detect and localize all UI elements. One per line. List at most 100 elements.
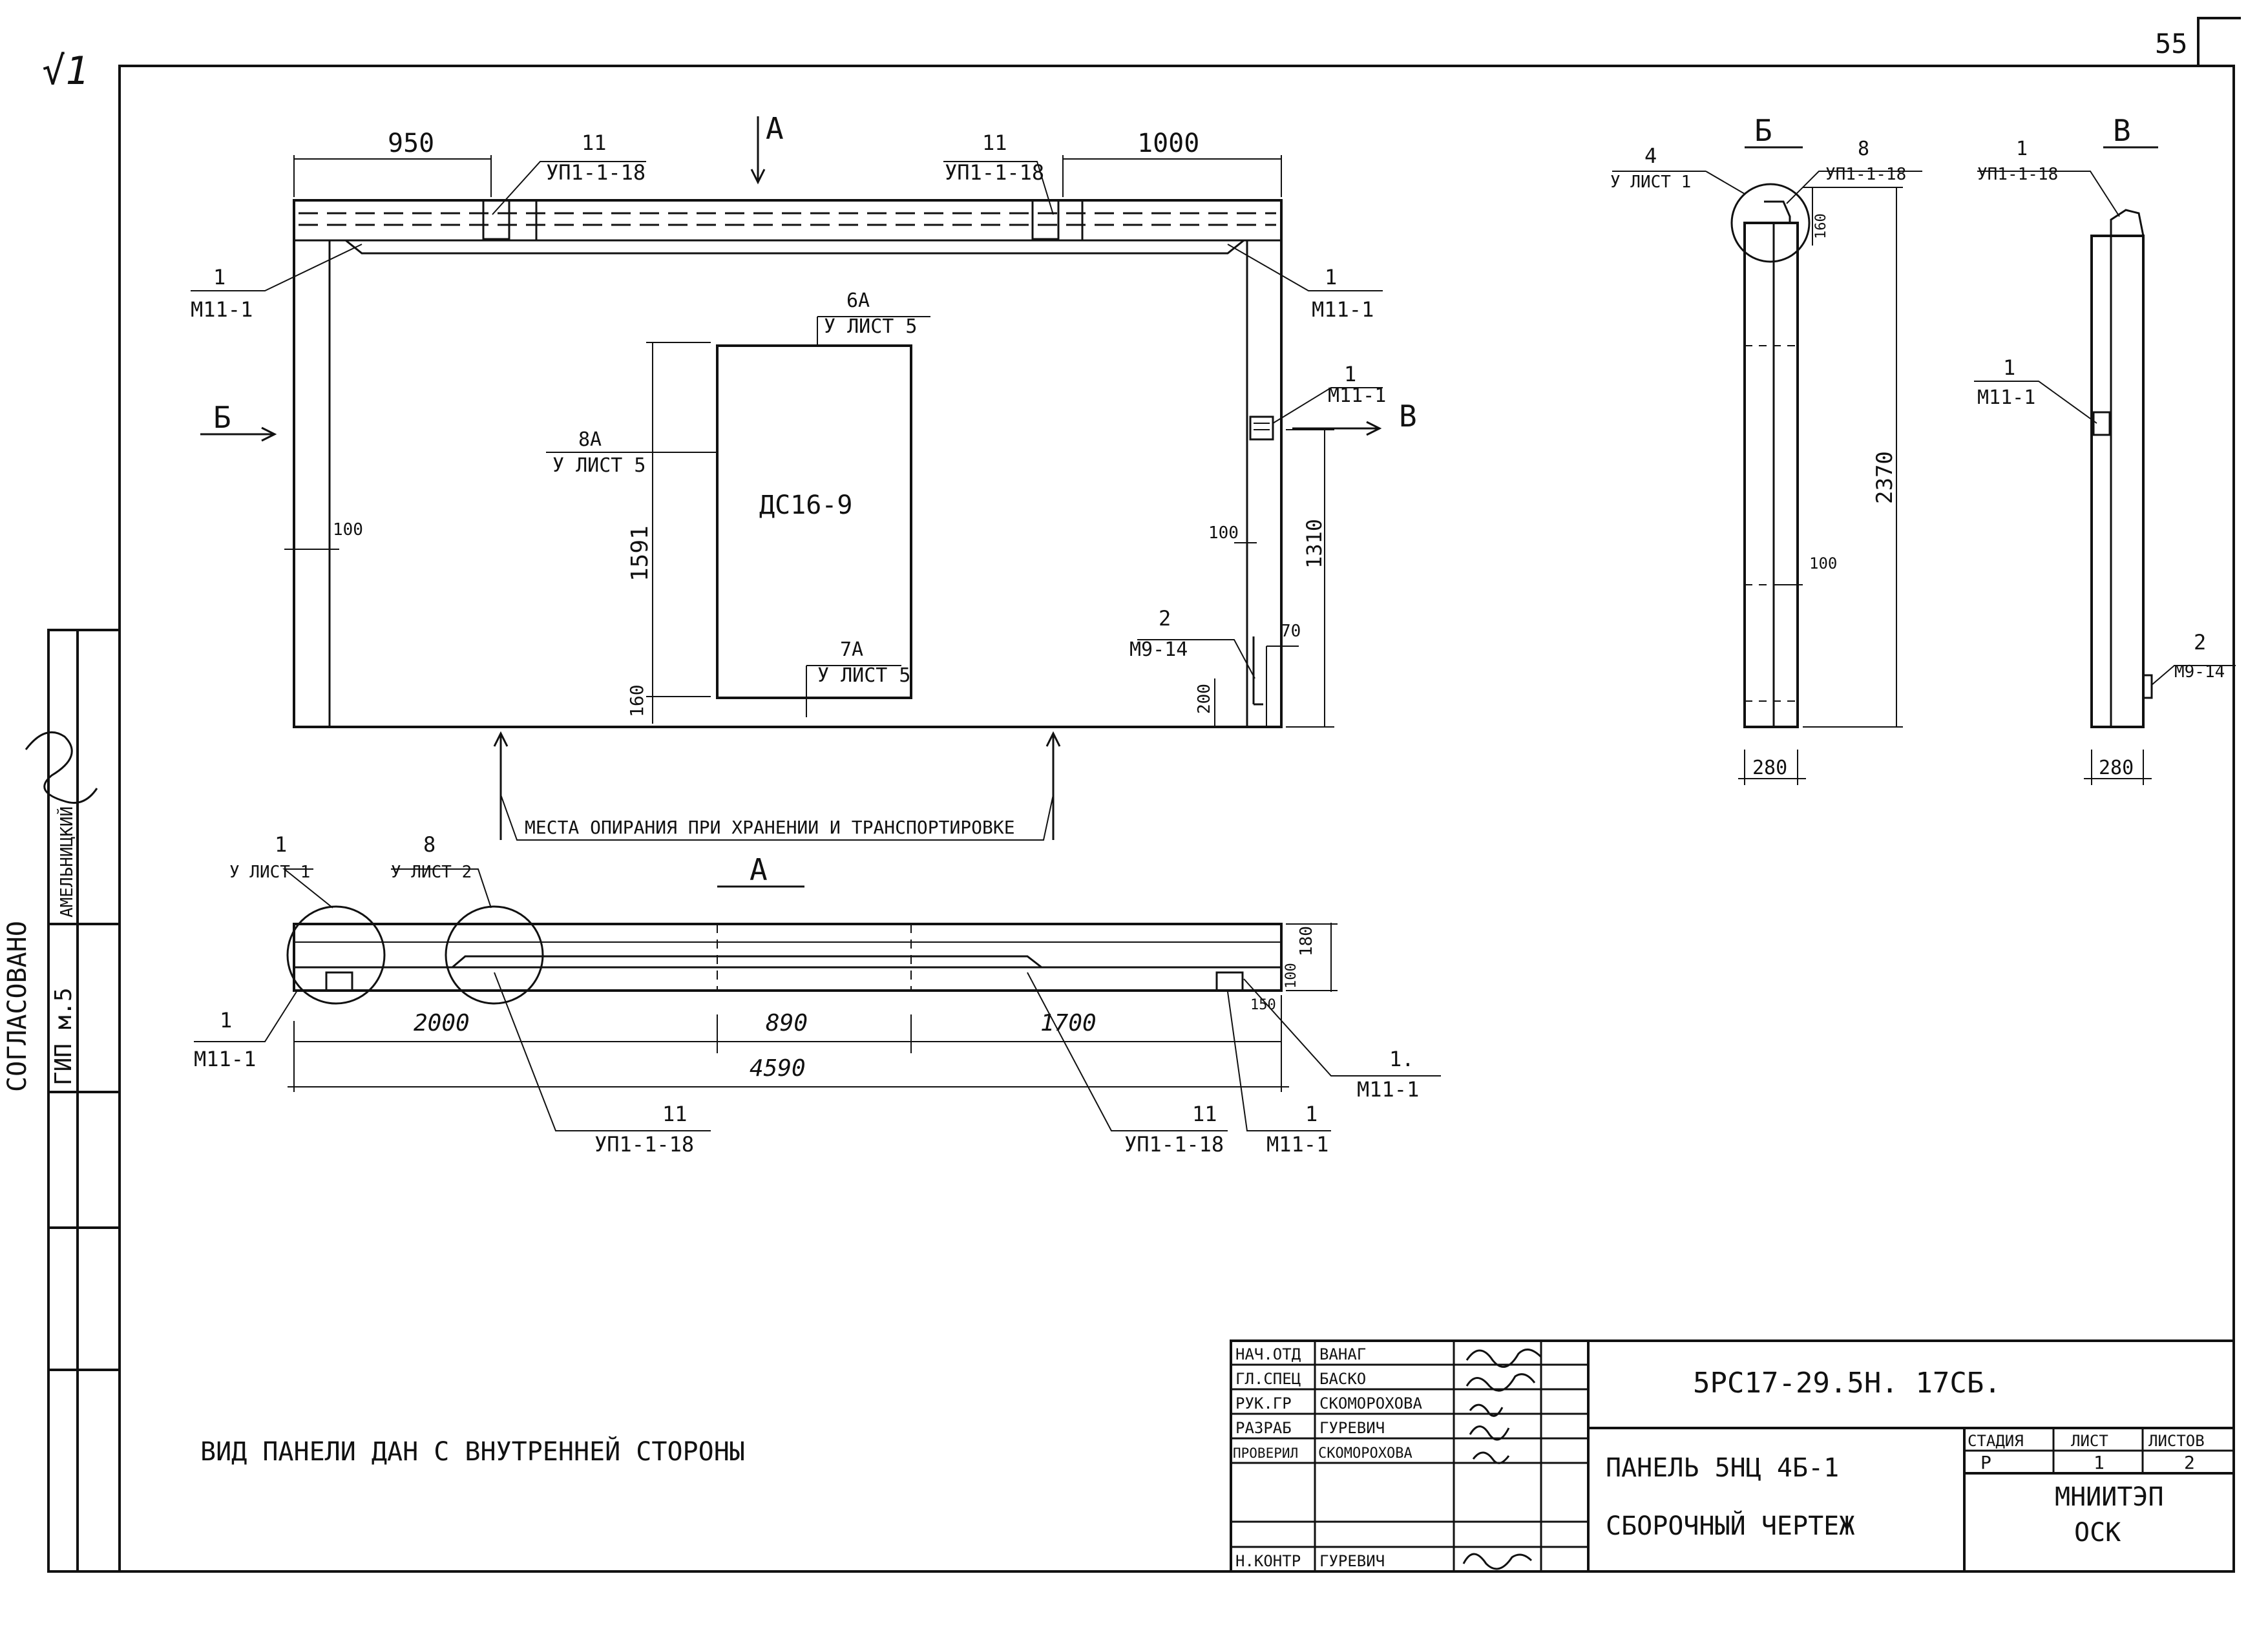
section-v-title: В	[2113, 113, 2131, 148]
up-num-right: 11	[982, 131, 1007, 155]
tb-sheet: 1	[2094, 1452, 2105, 1473]
corner-mark: √1	[42, 48, 89, 94]
ref-6a-num: 6А	[846, 289, 870, 312]
tb-stage: Р	[1980, 1452, 1991, 1473]
bottom-ref-1-num: 1	[275, 832, 287, 857]
dim-100-right: 100	[1208, 523, 1239, 543]
ref-7a-num: 7А	[840, 638, 863, 661]
tb-sheets: 2	[2184, 1452, 2195, 1473]
dim-890: 890	[766, 1010, 808, 1036]
ref-7a-sheet: У ЛИСТ 5	[817, 664, 911, 687]
sheet-frame	[118, 65, 2235, 1573]
dim-1310: 1310	[1302, 519, 1327, 569]
dim-1000: 1000	[1137, 129, 1199, 158]
dim-2000: 2000	[414, 1010, 470, 1036]
tb-role-1: НАЧ.ОТД	[1235, 1345, 1301, 1363]
dim-950: 950	[388, 129, 434, 158]
section-b-ref-8-code: УП1-1-18	[1825, 165, 1906, 184]
opening-mark: ДС16-9	[759, 490, 853, 520]
tb-stage-label: СТАДИЯ	[1968, 1432, 2024, 1450]
bottom-m11-right-num: 1.	[1389, 1047, 1414, 1071]
tb-title-line1: ПАНЕЛЬ 5НЦ 4Б-1	[1606, 1453, 1839, 1483]
tb-role-2: ГЛ.СПЕЦ	[1235, 1370, 1301, 1388]
tb-role-3: РУК.ГР	[1235, 1394, 1292, 1413]
section-a-view	[194, 868, 1441, 1131]
section-v-m9-code: М9-14	[2174, 662, 2225, 682]
section-v-up-code: УП1-1-18	[1977, 165, 2058, 184]
tb-name-7: ГУРЕВИЧ	[1319, 1552, 1385, 1570]
bottom-up-right-code: УП1-1-18	[1124, 1132, 1224, 1157]
section-b-view	[1612, 146, 1922, 785]
bottom-ref-8-sheet: У ЛИСТ 2	[391, 863, 472, 882]
section-b-ref-4-num: 4	[1644, 143, 1657, 168]
b-arrow-label: Б	[213, 400, 231, 435]
bottom-m11-mid-num: 1	[1305, 1102, 1318, 1126]
tb-role-4: РАЗРАБ	[1235, 1419, 1292, 1437]
side-stamp-agreed: СОГЛАСОВАНО	[3, 921, 32, 1092]
bottom-m11-right-code: М11-1	[1357, 1077, 1419, 1102]
m11-code-right: М11-1	[1312, 297, 1374, 322]
support-note: МЕСТА ОПИРАНИЯ ПРИ ХРАНЕНИИ И ТРАНСПОРТИ…	[525, 817, 1015, 838]
m11-num-left: 1	[213, 265, 226, 289]
tb-org-line2: ОСК	[2074, 1518, 2121, 1548]
section-b-title: Б	[1754, 113, 1772, 148]
section-a-title: А	[750, 852, 768, 887]
section-a-arrow-label: А	[766, 111, 784, 146]
m11-num-right: 1	[1325, 265, 1337, 289]
side-stamp-name: АМЕЛЬНИЦКИЙ	[56, 806, 77, 918]
bottom-up-left-code: УП1-1-18	[594, 1132, 694, 1157]
section-v-m11-code: М11-1	[1977, 386, 2035, 409]
bottom-up-right-num: 11	[1192, 1102, 1217, 1126]
dim-100-left: 100	[333, 520, 363, 540]
dim-70: 70	[1281, 622, 1301, 641]
corner-bracket	[2197, 17, 2241, 66]
v-arrow-label: В	[1399, 399, 1417, 434]
sheet-number: 55	[2155, 28, 2188, 59]
dim-4590: 4590	[750, 1055, 806, 1082]
bottom-m11-mid-code: М11-1	[1266, 1132, 1328, 1157]
tb-code: 5РС17-29.5Н. 17СБ.	[1693, 1367, 2001, 1400]
section-b-dim-280: 280	[1752, 757, 1787, 779]
dim-160-opening: 160	[626, 684, 647, 717]
panel-front-view	[191, 116, 1383, 841]
bottom-up-left-num: 11	[662, 1102, 688, 1126]
tb-role-7: Н.КОНТР	[1235, 1552, 1301, 1570]
tb-role-5: ПРОВЕРИЛ	[1233, 1445, 1298, 1461]
section-b-ref-4-sheet: У ЛИСТ 1	[1610, 173, 1691, 192]
m11-code-left: М11-1	[191, 297, 253, 322]
tb-sheet-label: ЛИСТ	[2071, 1432, 2108, 1450]
section-b-dim-160: 160	[1813, 213, 1829, 239]
section-v-up-num: 1	[2016, 138, 2028, 160]
side-stamp-signature	[25, 731, 98, 804]
dim-1700: 1700	[1040, 1010, 1097, 1036]
ref-6a-sheet: У ЛИСТ 5	[824, 315, 918, 338]
section-v-dim-280: 280	[2099, 757, 2134, 779]
m11-code-side: М11-1	[1328, 384, 1386, 407]
bottom-ref-1-sheet: У ЛИСТ 1	[229, 863, 310, 882]
bottom-m11-left-num: 1	[220, 1008, 232, 1033]
up-num-left: 11	[582, 131, 607, 155]
dim-1591: 1591	[627, 525, 653, 582]
dim-100-bottom: 100	[1283, 963, 1299, 989]
section-b-dim-100: 100	[1809, 554, 1837, 572]
tb-name-2: БАСКО	[1319, 1370, 1366, 1388]
m9-code: М9-14	[1129, 638, 1188, 661]
dim-180: 180	[1297, 926, 1316, 956]
up-code-left: УП1-1-18	[546, 160, 646, 185]
side-stamp-dept: ГИП м.5	[50, 987, 77, 1086]
view-note: ВИД ПАНЕЛИ ДАН С ВНУТРЕННЕЙ СТОРОНЫ	[200, 1436, 745, 1467]
section-v-view	[1974, 146, 2236, 785]
bottom-ref-8-num: 8	[423, 832, 436, 857]
tb-name-5: СКОМОРОХОВА	[1318, 1445, 1412, 1462]
title-block-grid	[1230, 1339, 2235, 1573]
dim-150: 150	[1250, 997, 1276, 1013]
signatures	[25, 731, 1542, 1570]
tb-name-3: СКОМОРОХОВА	[1319, 1394, 1422, 1413]
m11-num-side: 1	[1344, 362, 1356, 386]
door-opening	[716, 344, 912, 699]
section-v-m11-num: 1	[2003, 355, 2015, 380]
up-code-right: УП1-1-18	[945, 160, 1044, 185]
ref-8a-num: 8А	[578, 428, 602, 451]
section-v-m9-num: 2	[2194, 630, 2206, 655]
